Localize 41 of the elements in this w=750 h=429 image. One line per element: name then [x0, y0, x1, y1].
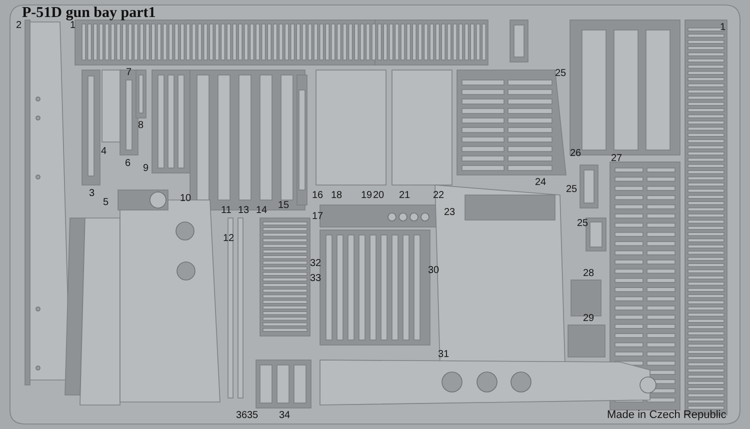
part-number: 31 [438, 349, 450, 360]
part-number: 19 [361, 190, 372, 201]
part-number: 14 [256, 205, 268, 216]
part-number: 17 [312, 211, 324, 222]
part-number: 34 [279, 410, 290, 421]
part-number: 4 [101, 146, 107, 157]
part-number: 18 [331, 190, 342, 201]
part-number: 20 [373, 190, 384, 201]
part-number: 21 [399, 190, 410, 201]
part-number: 7 [126, 67, 132, 78]
part-number: 1 [720, 22, 726, 33]
part-number: 11 [221, 205, 232, 216]
part-number: 36 [236, 410, 248, 421]
sheet-title: P-51D gun bay part1 [22, 5, 156, 21]
part-number: 30 [428, 265, 440, 276]
origin-note: Made in Czech Republic [607, 410, 726, 421]
part-number: 29 [583, 313, 594, 324]
part-number: 26 [570, 148, 582, 159]
part-number: 27 [611, 153, 622, 164]
part-number: 10 [180, 193, 192, 204]
part-number: 33 [310, 273, 322, 284]
part-number: 22 [433, 190, 444, 201]
part-number: 12 [223, 233, 234, 244]
part-number: 16 [312, 190, 324, 201]
part-number: 25 [566, 184, 578, 195]
part-number: 25 [577, 218, 588, 229]
part-number: 25 [555, 68, 566, 79]
part-number: 5 [103, 197, 109, 208]
part-number: 1 [70, 20, 76, 31]
part-number: 9 [143, 163, 149, 174]
part-number: 2 [16, 20, 22, 31]
part-number: 3 [89, 188, 95, 199]
part-number: 35 [247, 410, 258, 421]
part-number: 8 [138, 120, 144, 131]
part-number: 6 [125, 158, 131, 169]
part-number: 13 [238, 205, 250, 216]
part-number: 23 [444, 207, 456, 218]
part-number: 24 [535, 177, 546, 188]
part-number: 15 [278, 200, 290, 211]
part-number: 32 [310, 258, 322, 269]
part-number: 28 [583, 268, 594, 279]
